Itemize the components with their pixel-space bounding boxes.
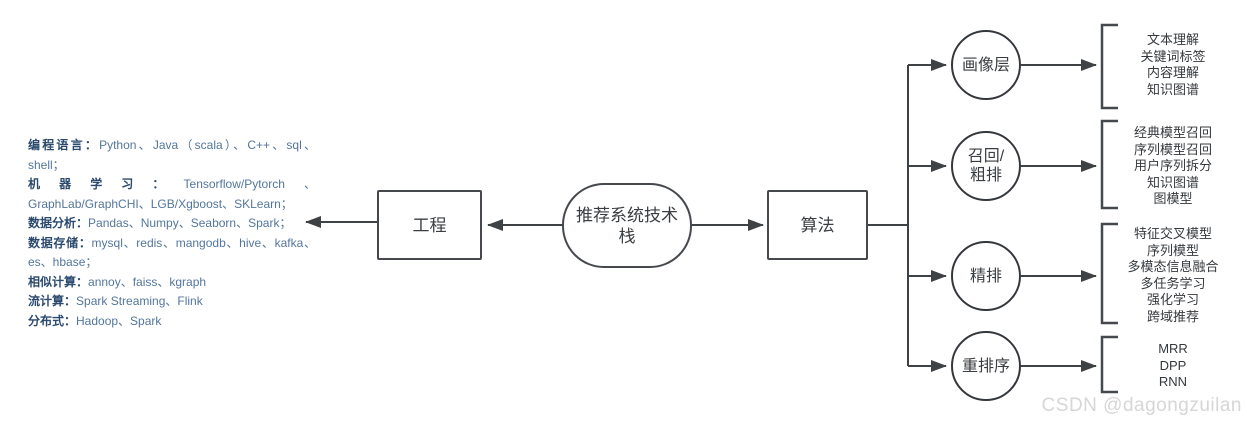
list-item: RNN [1158, 374, 1188, 389]
list-item: 多模态信息融合 [1127, 259, 1219, 274]
list-item: 特征交叉模型 [1133, 226, 1212, 241]
tech-line-label: 编程语言： [28, 138, 100, 152]
list-item: 用户序列拆分 [1133, 158, 1212, 173]
list-item: 知识图谱 [1146, 81, 1199, 97]
tech-line-label: 分布式： [28, 313, 77, 328]
tech-line-value: Hadoop、Spark [76, 313, 162, 328]
tech-line-value: mysql、redis、mangodb、hive、kafka、es、hbase； [28, 235, 316, 270]
node-root-recommender-tech-stack: 推荐系统技术 栈 [562, 183, 692, 268]
tech-line-similarity-compute: 相似计算：annoy、faiss、kgraph [28, 273, 316, 293]
list-item: 多任务学习 [1140, 275, 1206, 291]
tech-line-label: 机器学习： [28, 177, 184, 191]
list-item: 序列模型 [1146, 242, 1199, 258]
node-rerank: 重排序 [951, 331, 1021, 401]
tech-line-data-storage: 数据存储：mysql、redis、mangodb、hive、kafka、es、h… [28, 234, 316, 273]
tech-line-distributed: 分布式：Hadoop、Spark [28, 312, 316, 332]
list-profile-layer: 文本理解 关键词标签 内容理解 知识图谱 [1106, 32, 1240, 98]
list-item: 跨域推荐 [1146, 308, 1199, 324]
node-recall-coarse-rank: 召回/ 粗排 [951, 131, 1021, 201]
tech-line-stream-compute: 流计算：Spark Streaming、Flink [28, 292, 316, 312]
tech-line-label: 相似计算： [28, 274, 89, 289]
list-item: 经典模型召回 [1133, 125, 1212, 140]
list-item: DPP [1159, 357, 1187, 373]
list-item: 知识图谱 [1146, 174, 1199, 190]
list-item: 强化学习 [1146, 292, 1199, 307]
tech-line-label: 数据分析： [28, 216, 89, 230]
tech-line-data-analysis: 数据分析：Pandas、Numpy、Seaborn、Spark； [28, 214, 316, 234]
tech-line-label: 数据存储： [28, 235, 92, 250]
tech-line-programming-languages: 编程语言：Python、Java（scala）、C++、sql、shell； [28, 136, 316, 175]
list-item: MRR [1158, 341, 1188, 356]
tech-line-value: Spark Streaming、Flink [76, 294, 203, 308]
list-item: 内容理解 [1146, 65, 1199, 80]
node-profile-layer: 画像层 [951, 30, 1021, 100]
list-item: 序列模型召回 [1133, 141, 1212, 157]
list-item: 关键词标签 [1140, 48, 1206, 64]
list-fine-rank: 特征交叉模型 序列模型 多模态信息融合 多任务学习 强化学习 跨域推荐 [1106, 226, 1240, 325]
node-fine-rank: 精排 [951, 241, 1021, 311]
list-item: 文本理解 [1146, 32, 1199, 47]
node-engineering: 工程 [377, 190, 482, 260]
tech-line-value: Tensorflow/Pytorch、GraphLab/GraphCHI、LGB… [28, 177, 316, 211]
tech-line-value: Pandas、Numpy、Seaborn、Spark； [88, 216, 292, 230]
tech-line-label: 流计算： [28, 294, 77, 308]
list-recall-coarse-rank: 经典模型召回 序列模型召回 用户序列拆分 知识图谱 图模型 [1106, 125, 1240, 208]
list-rerank: MRR DPP RNN [1106, 341, 1240, 391]
tech-line-value: annoy、faiss、kgraph [88, 274, 207, 289]
node-algorithm: 算法 [767, 190, 868, 260]
engineering-stack-notes: 编程语言：Python、Java（scala）、C++、sql、shell； 机… [28, 136, 316, 331]
tech-line-machine-learning: 机器学习：Tensorflow/Pytorch、GraphLab/GraphCH… [28, 175, 316, 214]
list-item: 图模型 [1153, 191, 1193, 206]
tech-line-value: Python、Java（scala）、C++、sql、shell； [28, 138, 316, 172]
csdn-watermark: CSDN @dagongzuilan [1041, 395, 1242, 416]
